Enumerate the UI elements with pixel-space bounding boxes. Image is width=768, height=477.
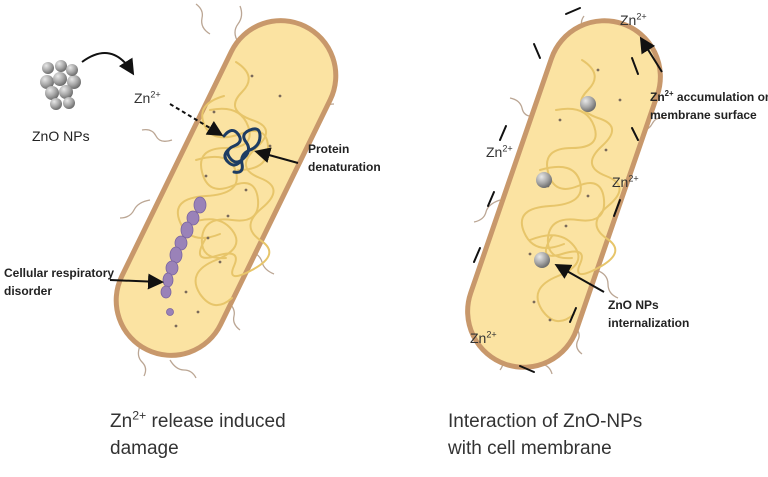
membrane-damage-marks xyxy=(473,7,639,373)
left-bacterium xyxy=(113,3,339,379)
right-zn-right-charge: 2+ xyxy=(628,173,639,184)
respiratory-chain xyxy=(160,196,207,316)
internalized-nps xyxy=(534,96,596,268)
protein-label-arrow xyxy=(254,147,299,164)
right-zn-top-base: Zn xyxy=(620,12,637,28)
zno-np-cluster xyxy=(40,60,81,110)
right-caption: Interaction of ZnO-NPs with cell membran… xyxy=(448,408,642,462)
left-caption-line1: Zn2+ release induced xyxy=(110,408,286,435)
respiratory-label-arrow xyxy=(109,273,164,290)
right-zn-ion-bottom: Zn2+ xyxy=(470,330,497,346)
right-caption-line1: Interaction of ZnO-NPs xyxy=(448,411,643,432)
zn-entry-arrow xyxy=(169,103,224,137)
accumulation-zn: Zn xyxy=(650,90,665,104)
left-zn-ion-base: Zn xyxy=(134,90,151,106)
right-zn-ion-left: Zn2+ xyxy=(486,144,513,160)
zno-nps-label: ZnO NPs xyxy=(32,128,90,144)
internalization-line1: ZnO NPs xyxy=(608,298,659,312)
right-zn-right-base: Zn xyxy=(612,174,629,190)
protein-label-line2: denaturation xyxy=(308,160,381,174)
respiratory-label-line1: Cellular respiratory xyxy=(4,266,115,280)
left-zn-ion-label: Zn2+ xyxy=(134,90,161,106)
right-bacterium xyxy=(465,15,667,375)
right-zn-left-base: Zn xyxy=(486,144,503,160)
left-zn-ion-charge: 2+ xyxy=(150,89,161,100)
right-zn-left-charge: 2+ xyxy=(502,143,513,154)
right-zn-ion-top: Zn2+ xyxy=(620,12,647,28)
left-caption-line2: damage xyxy=(110,438,179,459)
protein-label-line1: Protein xyxy=(308,142,350,156)
internalization-arrow xyxy=(554,264,605,293)
respiratory-label-line2: disorder xyxy=(4,284,53,298)
accumulation-label: Zn2+ accumulation on membrane surface xyxy=(650,88,768,124)
accumulation-line2: membrane surface xyxy=(650,108,757,122)
right-ribosomes xyxy=(528,68,622,322)
left-caption-zn: Zn xyxy=(110,411,133,432)
left-caption-rest: release induced xyxy=(146,411,286,432)
right-zn-bottom-base: Zn xyxy=(470,330,487,346)
protein-denaturation-label: Protein denaturation xyxy=(308,140,381,176)
denatured-protein xyxy=(222,127,262,174)
internalization-line2: internalization xyxy=(608,316,690,330)
respiratory-disorder-label: Cellular respiratory disorder xyxy=(4,264,114,300)
accumulation-arrow xyxy=(639,36,663,73)
left-caption-charge: 2+ xyxy=(132,408,147,423)
right-zn-ion-right: Zn2+ xyxy=(612,174,639,190)
internalization-label: ZnO NPs internalization xyxy=(608,296,689,332)
accumulation-rest: accumulation on xyxy=(673,90,768,104)
right-zn-top-charge: 2+ xyxy=(636,11,647,22)
left-ribosomes xyxy=(174,74,282,328)
release-arrow xyxy=(81,52,135,76)
accumulation-line1: Zn2+ accumulation on xyxy=(650,88,768,106)
right-zn-bottom-charge: 2+ xyxy=(486,329,497,340)
left-caption: Zn2+ release induced damage xyxy=(110,408,286,462)
accumulation-charge: 2+ xyxy=(664,89,674,98)
right-cell-wall xyxy=(465,18,663,370)
right-caption-line2: with cell membrane xyxy=(448,438,612,459)
